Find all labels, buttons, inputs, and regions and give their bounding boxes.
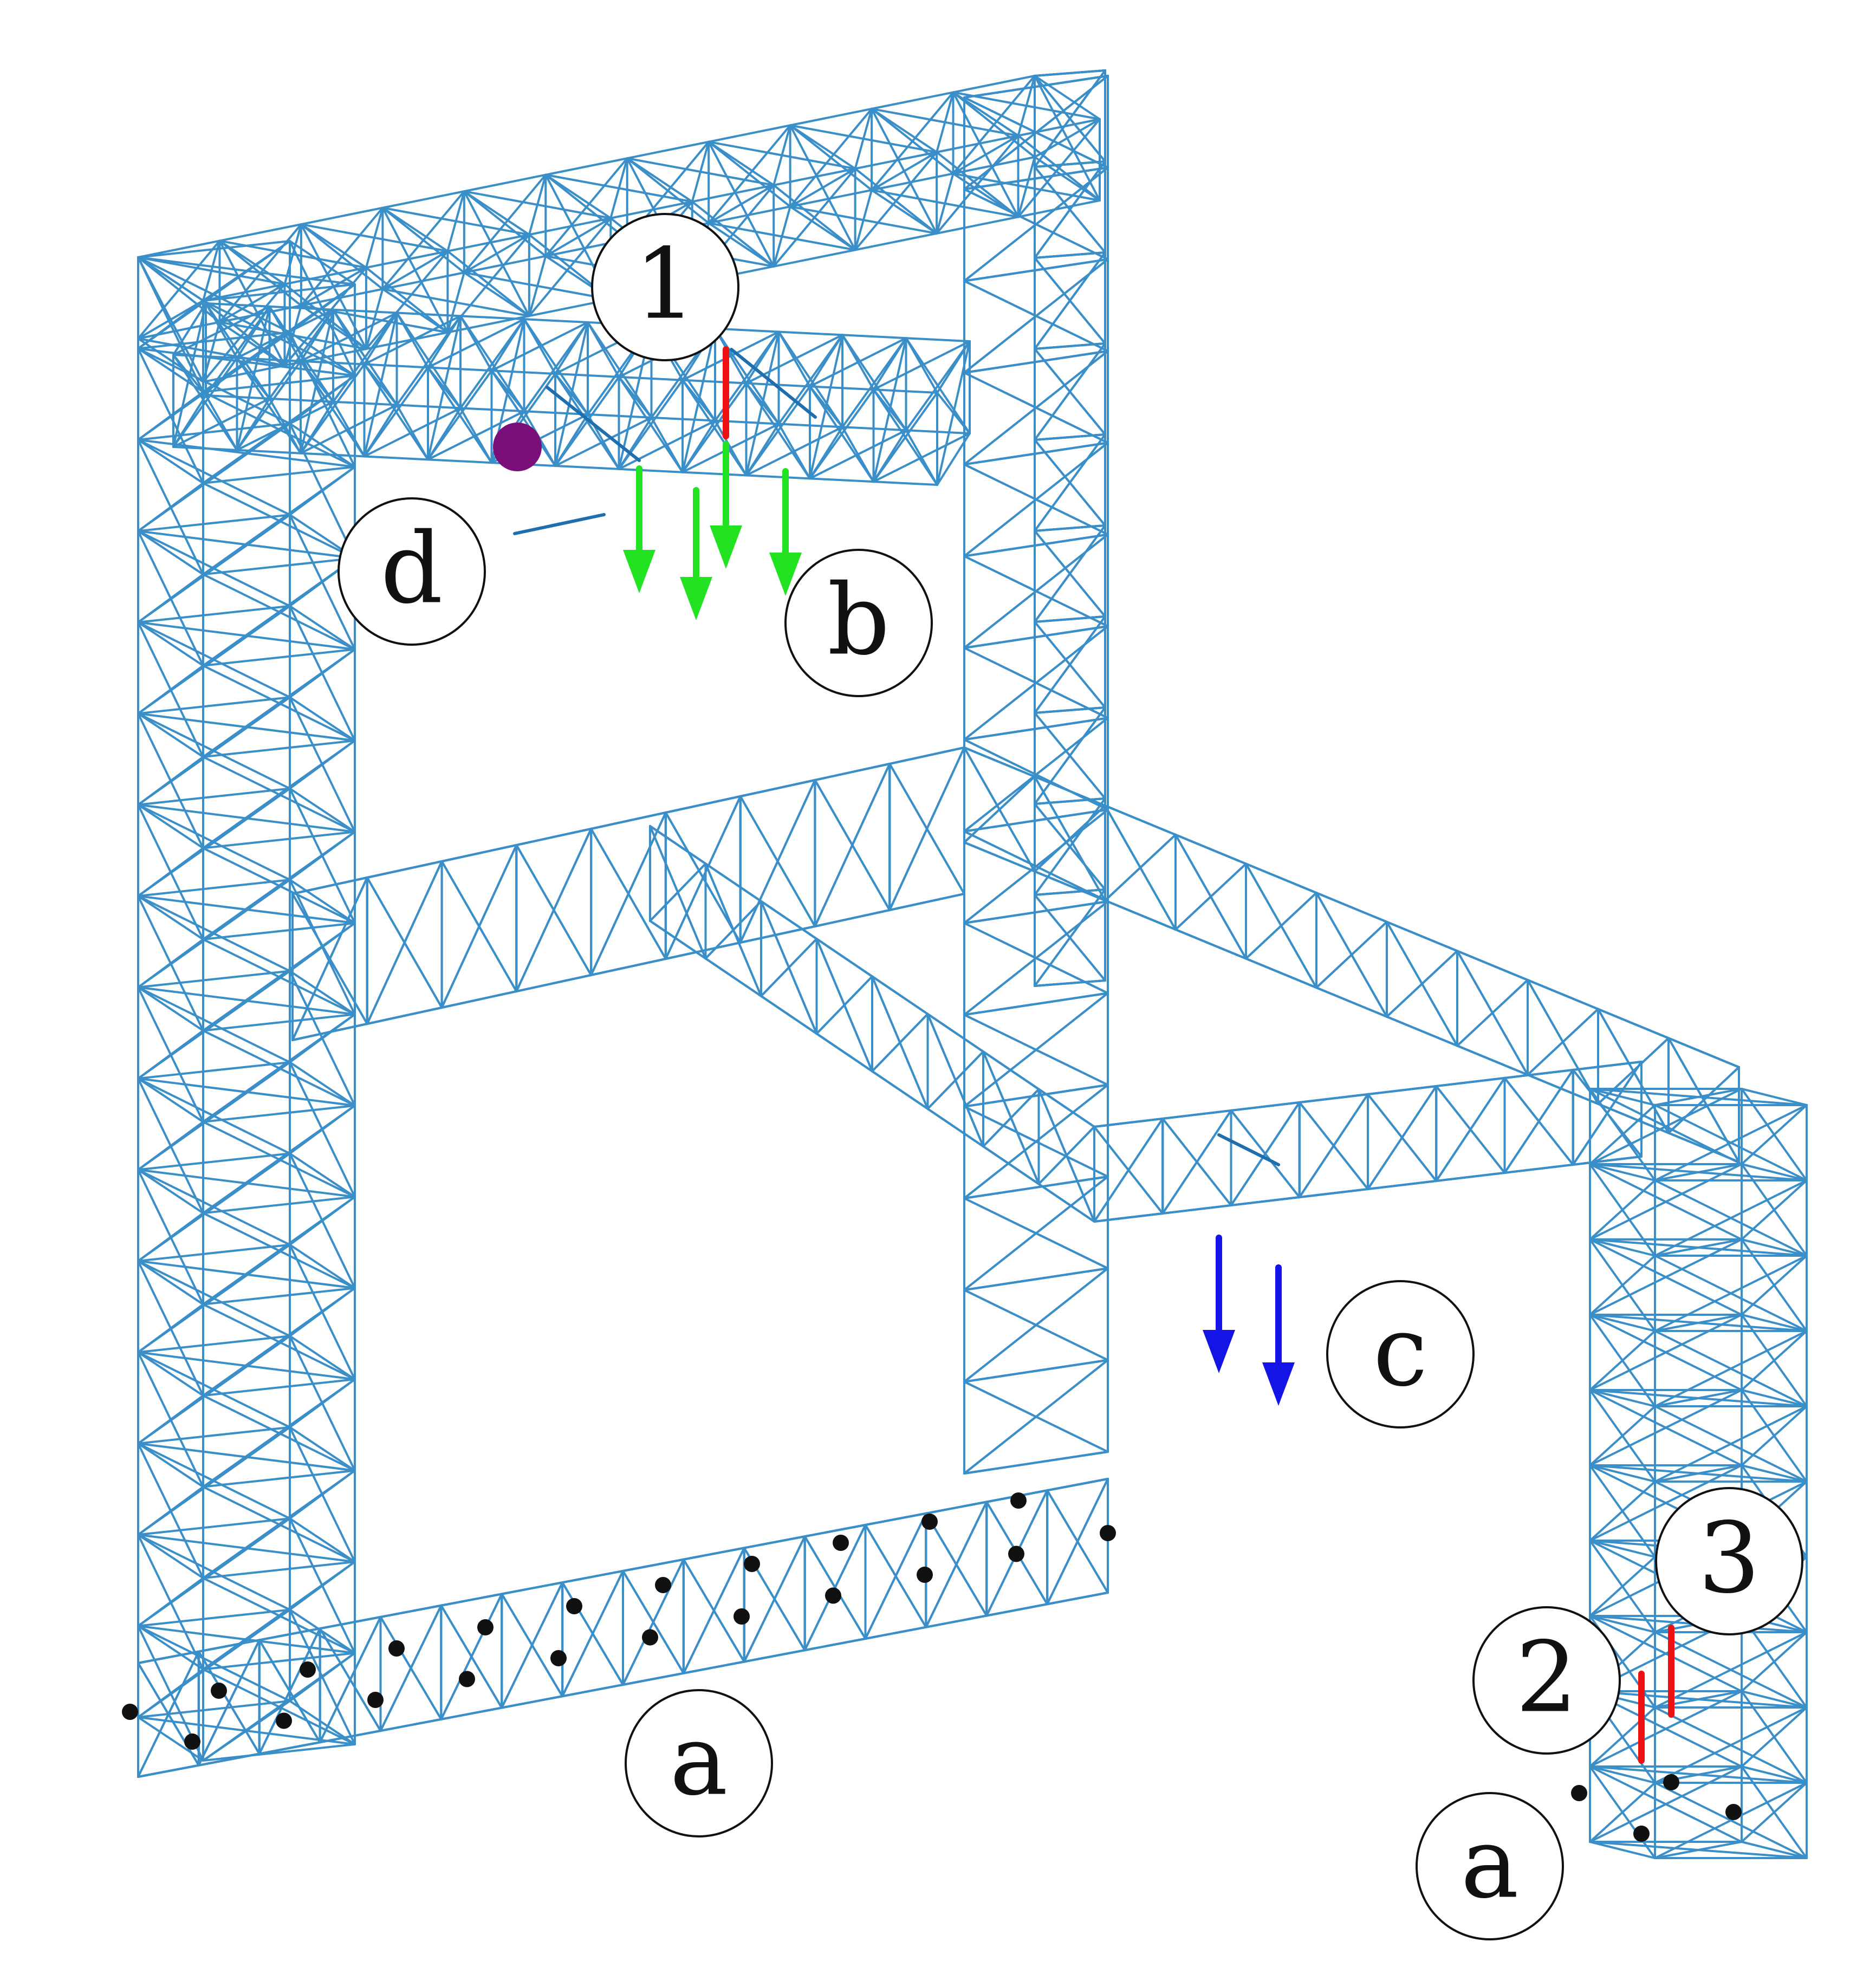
support-node	[122, 1704, 138, 1720]
support-node	[642, 1629, 658, 1646]
svg-text:1: 1	[634, 228, 697, 341]
member-c-dark	[1217, 1133, 1280, 1166]
member-1-dark	[730, 348, 817, 419]
truss-frame	[137, 69, 1808, 1859]
support-node	[211, 1683, 227, 1699]
label-2: 2	[1472, 1606, 1621, 1755]
label-d: d	[337, 497, 486, 646]
label-c: c	[1326, 1280, 1475, 1428]
front-right-leg	[1589, 1088, 1808, 1859]
marker-purple-node	[493, 423, 542, 471]
highlighted-members	[513, 346, 1674, 1764]
load-arrow-b	[710, 441, 742, 569]
support-node	[833, 1535, 849, 1551]
label-1: 1	[591, 213, 739, 361]
svg-text:d: d	[380, 512, 443, 626]
support-node	[550, 1650, 567, 1666]
support-node	[459, 1671, 475, 1687]
load-arrows	[623, 441, 1295, 1406]
member-d-dark	[513, 513, 606, 535]
svg-text:c: c	[1373, 1295, 1428, 1408]
support-node	[655, 1577, 671, 1593]
label-a-leg: a	[1416, 1792, 1564, 1940]
seat-back-rail	[1093, 1061, 1643, 1223]
back-inner-bar	[172, 302, 971, 486]
support-node	[388, 1640, 405, 1657]
support-node	[1010, 1492, 1027, 1509]
support-node	[1008, 1546, 1024, 1562]
label-a-main: a	[625, 1689, 773, 1837]
member-d-dark	[546, 386, 641, 462]
svg-text:a: a	[1460, 1807, 1518, 1920]
seat-right-rail	[963, 746, 1740, 1163]
load-arrow-c	[1262, 1264, 1295, 1406]
svg-text:3: 3	[1698, 1502, 1761, 1615]
svg-text:2: 2	[1516, 1621, 1578, 1735]
bottom-rail	[137, 1478, 1109, 1778]
label-b: b	[784, 549, 933, 697]
load-arrow-b	[623, 465, 655, 593]
seat-front-rail	[291, 746, 965, 1041]
support-node	[1633, 1826, 1650, 1842]
support-node	[917, 1567, 933, 1583]
support-nodes	[122, 1492, 1742, 1842]
support-node	[733, 1608, 750, 1625]
svg-text:a: a	[670, 1704, 728, 1817]
support-node	[367, 1692, 384, 1708]
back-right-post	[963, 75, 1109, 1475]
support-node	[744, 1556, 760, 1572]
support-node	[566, 1598, 582, 1614]
support-node	[1571, 1785, 1587, 1801]
support-node	[1663, 1774, 1679, 1790]
support-node	[1725, 1804, 1742, 1820]
support-node	[184, 1733, 200, 1750]
load-arrow-b	[680, 487, 712, 620]
seat-inner-rail	[649, 825, 1095, 1223]
load-arrow-b	[769, 468, 802, 596]
support-node	[300, 1661, 316, 1678]
support-node	[276, 1712, 292, 1729]
label-3: 3	[1655, 1487, 1803, 1635]
support-node	[921, 1514, 938, 1530]
load-arrow-c	[1203, 1235, 1235, 1373]
svg-text:b: b	[827, 564, 890, 677]
support-node	[825, 1587, 841, 1604]
support-node	[1100, 1525, 1116, 1541]
back-left-post	[137, 240, 356, 1762]
support-node	[477, 1619, 494, 1635]
